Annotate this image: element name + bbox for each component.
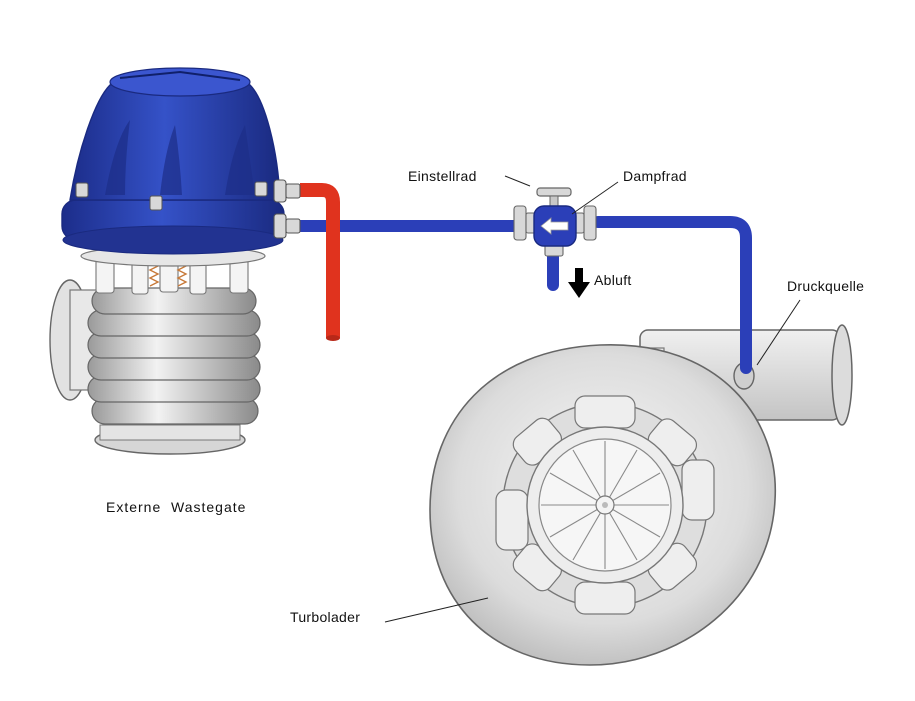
turbo-outlet-flange <box>831 324 853 426</box>
turbo-impeller <box>541 441 669 569</box>
turbo-hub-center <box>602 502 608 508</box>
red-pipe <box>300 183 340 341</box>
wastegate-port-fittings <box>273 179 301 239</box>
exhaust-arrow-icon <box>568 268 590 298</box>
flow-arrow-icon <box>540 217 569 235</box>
adjust-knob <box>536 187 572 197</box>
label-externe-wastegate: Externe Wastegate <box>106 499 246 515</box>
label-einstellrad: Einstellrad <box>408 168 477 184</box>
wastegate-bolts <box>75 181 268 211</box>
label-abluft: Abluft <box>594 272 632 288</box>
external-wastegate <box>49 67 301 455</box>
label-dampfrad: Dampfrad <box>623 168 687 184</box>
label-druckquelle: Druckquelle <box>787 278 864 294</box>
valve-assembly <box>513 187 597 257</box>
turbocharger <box>429 324 853 666</box>
turbo-scallops <box>495 395 715 615</box>
leader-lines <box>384 175 801 623</box>
label-turbolader: Turbolader <box>290 609 360 625</box>
wastegate-bellows <box>87 287 261 425</box>
